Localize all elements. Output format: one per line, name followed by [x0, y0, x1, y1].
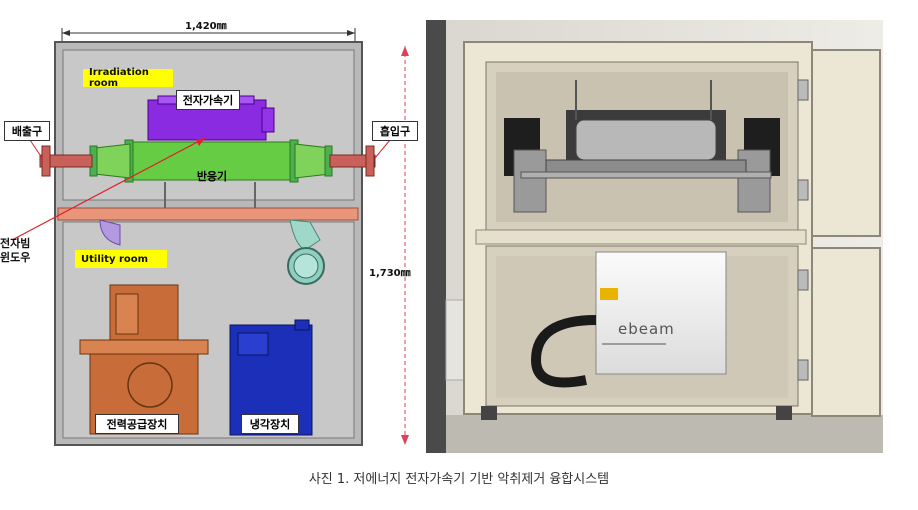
window-label-line2: 윈도우	[0, 251, 31, 264]
accelerator-label: 전자가속기	[176, 90, 240, 110]
exhaust-label: 배출구	[4, 121, 50, 141]
cooler-label: 냉각장치	[241, 414, 299, 434]
schematic-diagram: 1,420㎜ 1,730㎜ Irradiation room Utility r…	[0, 0, 420, 460]
power-supply-label: 전력공급장치	[95, 414, 179, 434]
ebeam-brand-label: ebeam	[618, 320, 675, 338]
intake-label: 흡입구	[372, 121, 418, 141]
schematic-svg	[11, 28, 409, 446]
photo-svg	[426, 20, 883, 453]
irradiation-room-label: Irradiation room	[83, 67, 173, 89]
system-photo: ebeam	[426, 20, 883, 453]
electron-beam-window-label: 전자빔 윈도우	[0, 237, 30, 265]
figure-caption: 사진 1. 저에너지 전자가속기 기반 악취제거 융합시스템	[308, 472, 610, 487]
window-label-line1: 전자빔	[0, 237, 31, 250]
reactor-label: 반응기	[196, 170, 228, 183]
utility-room-label: Utility room	[75, 250, 167, 268]
width-dimension-label: 1,420㎜	[185, 21, 227, 32]
height-dimension-label: 1,730㎜	[369, 268, 411, 279]
